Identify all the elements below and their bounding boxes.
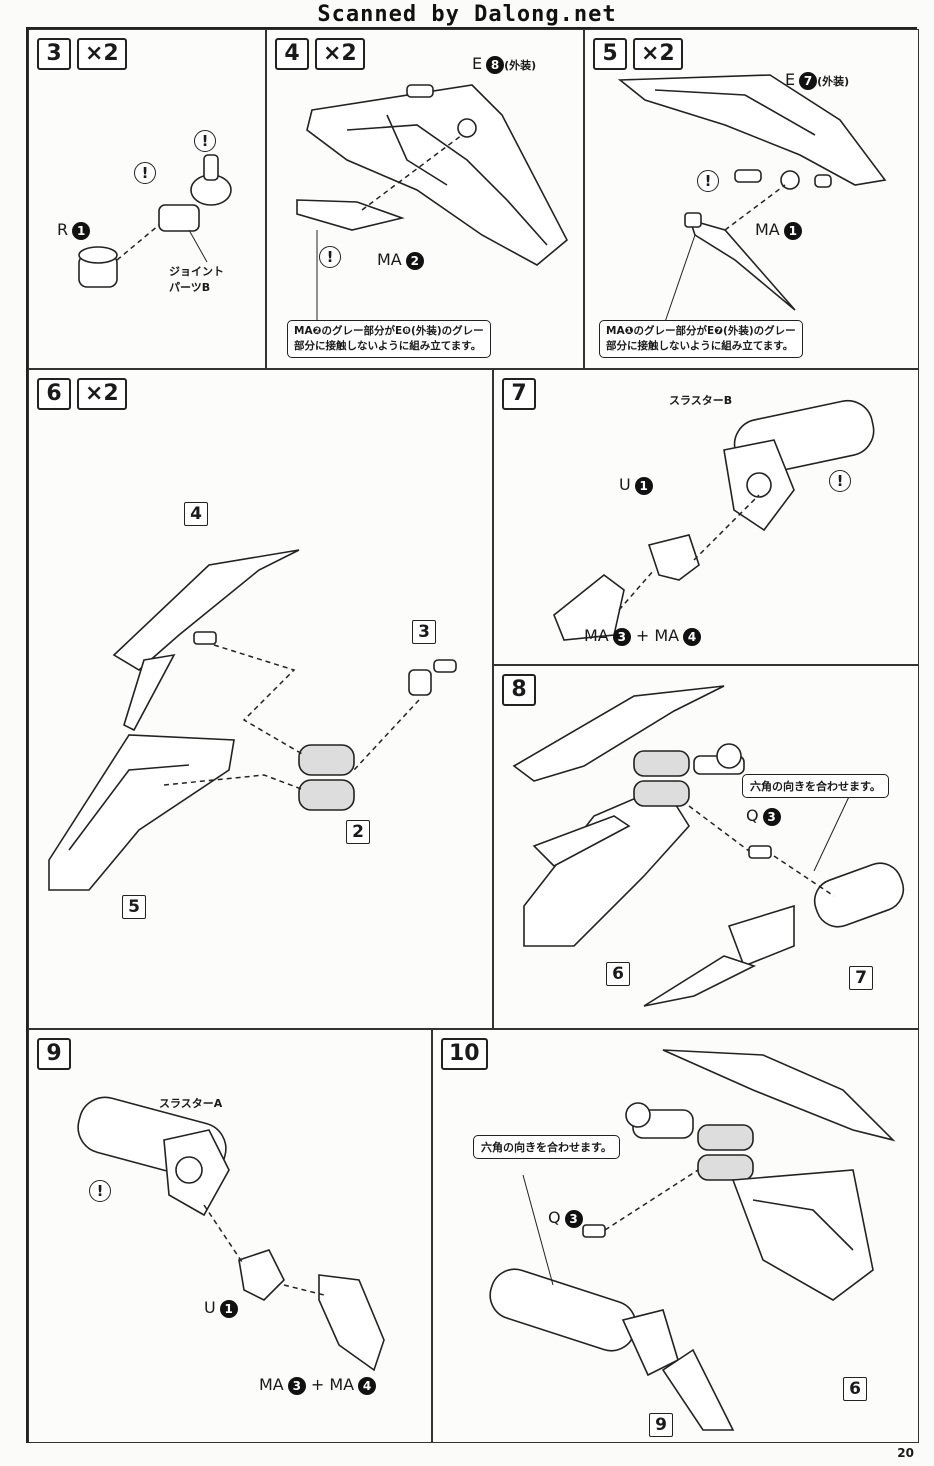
- step-5-illustration: [617, 74, 887, 323]
- ref-step-5: 5: [122, 895, 146, 919]
- watermark: Scanned by Dalong.net: [317, 2, 617, 27]
- step-3-illustration: [78, 154, 232, 288]
- step-10-illustration: [489, 1049, 896, 1431]
- step-4-illustration: [296, 84, 569, 322]
- step-multiplier: ×2: [633, 38, 683, 70]
- ref-step-9: 9: [649, 1413, 673, 1437]
- ref-step-6: 6: [606, 962, 630, 986]
- step-number: 3: [37, 38, 71, 70]
- ref-step-6: 6: [843, 1377, 867, 1401]
- caution-icon: !: [829, 470, 851, 492]
- step-multiplier: ×2: [77, 38, 127, 70]
- caution-icon: !: [697, 170, 719, 192]
- step-6-header: 6 ×2: [37, 378, 127, 410]
- hex-align-note: 六角の向きを合わせます。: [742, 774, 889, 798]
- ref-step-3: 3: [412, 620, 436, 644]
- step-8-header: 8: [502, 674, 536, 706]
- step-7-illustration: [553, 399, 875, 641]
- step-9-illustration: [77, 1096, 385, 1372]
- hex-align-note: 六角の向きを合わせます。: [473, 1135, 620, 1159]
- joint-b-label: ジョイント パーツB: [169, 265, 224, 294]
- caution-icon: !: [89, 1180, 111, 1202]
- step-9-header: 9: [37, 1038, 71, 1070]
- assembly-note: MA❷のグレー部分がE❽(外装)のグレー 部分に接触しないように組み立てます。: [287, 320, 491, 358]
- caution-icon: !: [134, 162, 156, 184]
- step-multiplier: ×2: [77, 378, 127, 410]
- step-4-header: 4 ×2: [275, 38, 365, 70]
- step-multiplier: ×2: [315, 38, 365, 70]
- thruster-a-label: スラスターA: [159, 1097, 223, 1110]
- caution-icon: !: [319, 246, 341, 268]
- step-number: 6: [37, 378, 71, 410]
- step-10-header: 10: [441, 1038, 488, 1070]
- step-7-header: 7: [502, 378, 536, 410]
- page-number: 20: [897, 1446, 914, 1460]
- step-number: 9: [37, 1038, 71, 1070]
- ref-step-4: 4: [184, 502, 208, 526]
- step-number: 4: [275, 38, 309, 70]
- step-number: 7: [502, 378, 536, 410]
- ref-step-7: 7: [849, 966, 873, 990]
- step-6-illustration: [48, 549, 457, 891]
- ref-step-2: 2: [346, 820, 370, 844]
- step-5-header: 5 ×2: [593, 38, 683, 70]
- step-number: 10: [441, 1038, 488, 1070]
- thruster-b-label: スラスターB: [669, 394, 733, 407]
- step-number: 8: [502, 674, 536, 706]
- step-8-illustration: [512, 685, 905, 1007]
- step-3-header: 3 ×2: [37, 38, 127, 70]
- caution-icon: !: [194, 130, 216, 152]
- step-6-panel: 6 ×2 4 3 2 5: [28, 369, 493, 1029]
- assembly-note: MA❶のグレー部分がE❼(外装)のグレー 部分に接触しないように組み立てます。: [599, 320, 803, 358]
- step-number: 5: [593, 38, 627, 70]
